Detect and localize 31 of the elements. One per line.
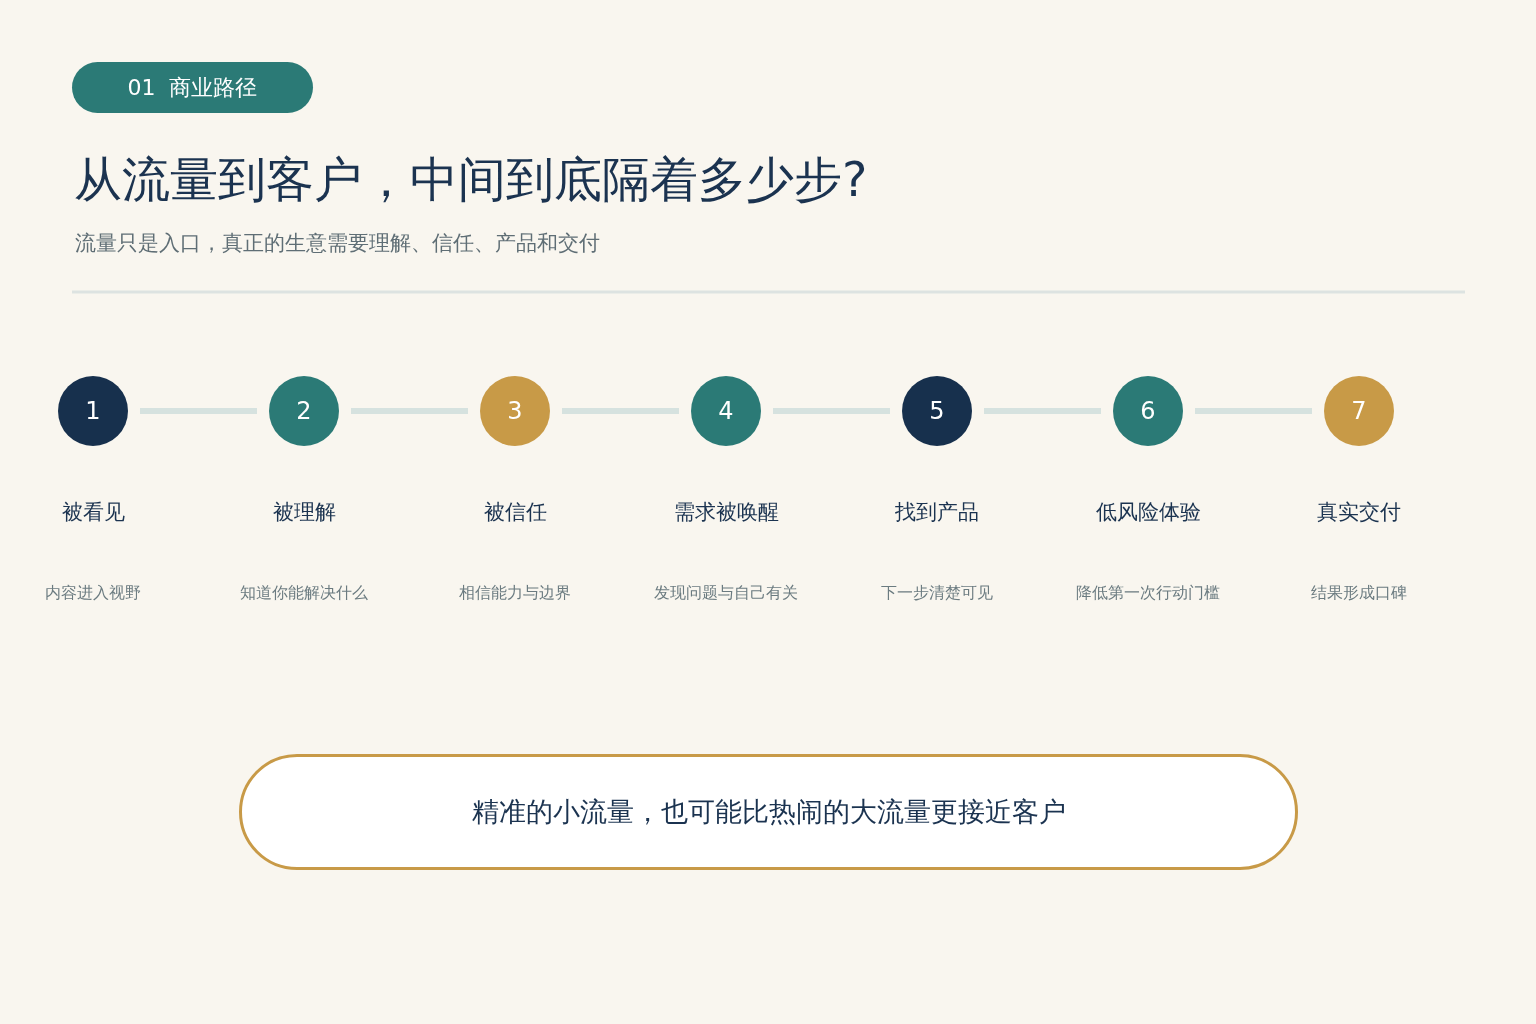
step-description: 下一步清楚可见	[881, 583, 993, 604]
step-description: 降低第一次行动门槛	[1076, 583, 1220, 604]
connector-line	[1195, 408, 1312, 414]
step-circle: 3	[480, 376, 550, 446]
step-circle: 1	[58, 376, 128, 446]
step-description: 知道你能解决什么	[240, 583, 368, 604]
step-title: 需求被唤醒	[673, 499, 779, 526]
connector-line	[351, 408, 468, 414]
connector-line	[773, 408, 890, 414]
quote-box: 精准的小流量，也可能比热闹的大流量更接近客户	[239, 754, 1298, 870]
page-title: 从流量到客户，中间到底隔着多少步?	[74, 150, 868, 209]
subtitle: 流量只是入口，真正的生意需要理解、信任、产品和交付	[75, 230, 600, 257]
step-title: 真实交付	[1317, 499, 1401, 526]
step-description: 相信能力与边界	[459, 583, 571, 604]
step-title: 被看见	[61, 499, 125, 526]
connector-line	[562, 408, 679, 414]
step-circle: 6	[1113, 376, 1183, 446]
step-circle: 5	[902, 376, 972, 446]
step-description: 结果形成口碑	[1311, 583, 1407, 604]
step-circle: 2	[269, 376, 339, 446]
step-title: 找到产品	[895, 499, 979, 526]
step-title: 被信任	[483, 499, 547, 526]
connector-line	[140, 408, 257, 414]
step-description: 发现问题与自己有关	[654, 583, 798, 604]
section-tag: 01 商业路径	[72, 62, 313, 113]
step-title: 低风险体验	[1095, 499, 1201, 526]
step-title: 被理解	[272, 499, 336, 526]
connector-line	[984, 408, 1101, 414]
step-circle: 7	[1324, 376, 1394, 446]
step-circle: 4	[691, 376, 761, 446]
step-description: 内容进入视野	[45, 583, 141, 604]
